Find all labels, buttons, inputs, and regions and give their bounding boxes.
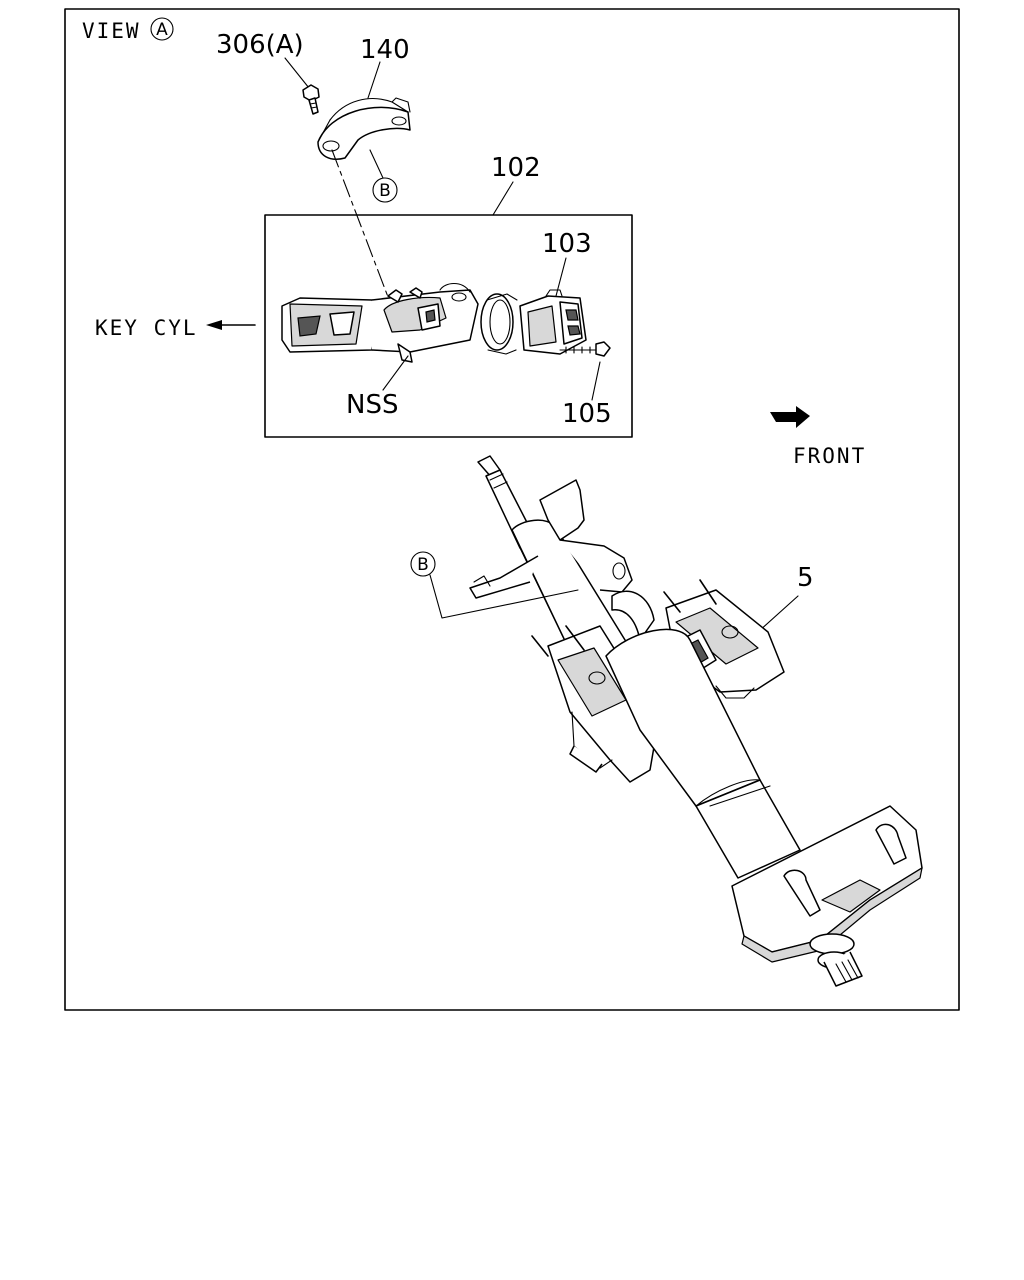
view-marker: A xyxy=(150,17,174,41)
callout-5: 5 xyxy=(797,563,814,593)
front-arrow-icon xyxy=(770,406,810,428)
bolt-105 xyxy=(559,341,611,357)
diagram-frame xyxy=(64,8,960,1011)
reference-marker-b-top: B xyxy=(372,177,398,203)
switch-assembly-box xyxy=(264,214,633,438)
centre-line xyxy=(331,149,397,319)
svg-text:B: B xyxy=(379,181,391,201)
leader-140 xyxy=(367,61,381,99)
leader-ref-b-top xyxy=(369,149,384,179)
bracket-140 xyxy=(317,97,411,160)
key-cyl-arrow xyxy=(206,320,256,330)
svg-text:A: A xyxy=(156,20,168,40)
callout-140: 140 xyxy=(360,35,410,65)
svg-text:B: B xyxy=(417,555,429,575)
callout-306a: 306(A) xyxy=(216,30,304,60)
reference-marker-b-column: B xyxy=(410,551,436,577)
leader-nss xyxy=(382,355,409,391)
callout-105: 105 xyxy=(562,399,612,429)
leader-5 xyxy=(757,595,799,633)
leader-105 xyxy=(591,361,601,401)
steering-column-5 xyxy=(469,455,923,987)
front-label: FRONT xyxy=(793,444,866,468)
callout-nss: NSS xyxy=(346,390,398,420)
leader-ref-b-column xyxy=(429,574,579,619)
switch-ring xyxy=(480,293,518,355)
callout-103: 103 xyxy=(542,229,592,259)
key-cyl-label: KEY CYL xyxy=(95,316,198,340)
leader-102 xyxy=(492,181,514,216)
view-label: VIEW xyxy=(82,19,141,43)
callout-102: 102 xyxy=(491,153,541,183)
screw-306a xyxy=(302,84,320,115)
leader-306a xyxy=(284,57,310,89)
connector-103 xyxy=(519,289,587,355)
ignition-switch-housing xyxy=(281,282,479,363)
